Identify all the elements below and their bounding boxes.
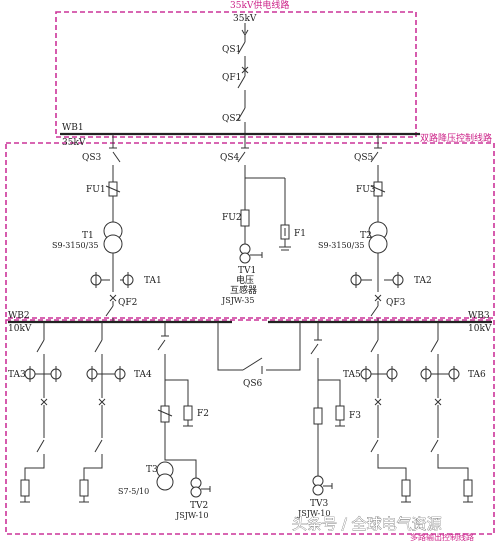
t2-label: T2	[360, 231, 372, 241]
qs5-label: QS5	[354, 153, 374, 163]
f2-arrester	[183, 405, 193, 421]
fu2-fuse	[240, 209, 250, 227]
wb1-label: WB1	[62, 123, 84, 133]
tv1-winding-bottom	[239, 252, 251, 264]
supply-region-label: 35kV供电线路	[230, 0, 289, 11]
qs2-label: QS2	[222, 114, 241, 124]
source-voltage-label: 35kV	[233, 14, 257, 24]
output-region-frame	[5, 319, 495, 535]
qf3-label: QF3	[386, 298, 406, 308]
tv1-label: TV1	[238, 266, 256, 276]
f2-label: F2	[197, 409, 209, 419]
f3-label: F3	[349, 411, 361, 421]
qf1-label: QF1	[222, 73, 241, 83]
tv2-label: TV2	[190, 501, 208, 511]
wb3-label: WB3	[468, 311, 490, 321]
feeder-6	[420, 322, 473, 503]
output-region-label: 多路输出控制线路	[410, 532, 474, 541]
wb2-voltage: 10kV	[8, 324, 32, 334]
ta4-label: TA4	[134, 370, 152, 380]
t3-label: T3	[146, 465, 158, 475]
qs4-label: QS4	[220, 153, 240, 163]
branch-middle: QS4 FU2 F1 TV1 电压 互感器 JSJW-35	[220, 134, 306, 305]
feeder-2	[79, 322, 126, 503]
qs1-switch	[237, 35, 246, 70]
ta1-label: TA1	[144, 276, 162, 286]
tv1-line3: 互感器	[230, 284, 257, 296]
dual-region-frame	[5, 142, 495, 319]
feeder-t3: F2 T3 S7-5/10 TV2 JSJW-10	[118, 322, 211, 520]
wb1-voltage: 35kV	[62, 138, 86, 148]
feeder-tv3: F3 TV3 JSJW-10	[297, 322, 361, 518]
qs1-label: QS1	[222, 45, 241, 55]
tv2-winding-bottom	[190, 486, 202, 498]
supply-region-frame	[55, 11, 417, 138]
feeder-5	[360, 322, 411, 503]
watermark-text: 头条号 / 全球电气资源	[292, 515, 442, 533]
f3-arrester	[335, 405, 345, 421]
qs2-switch	[237, 105, 246, 133]
tv3-model: JSJW-10	[297, 509, 330, 518]
ta3-label: TA3	[8, 370, 26, 380]
dual-region-label: 双路降压控制线路	[420, 132, 492, 144]
wb3-voltage: 10kV	[468, 324, 492, 334]
ta2-label: TA2	[414, 276, 432, 286]
tv1-line2: 电压	[236, 274, 254, 286]
branch-left: QS3 FU1 T1 S9-3150/35 TA1 QF2	[52, 134, 162, 322]
bus-tie-qs6: QS6	[217, 322, 301, 389]
t1-model: S9-3150/35	[52, 241, 99, 250]
t3-winding-bottom	[156, 473, 174, 491]
qs3-label: QS3	[82, 153, 102, 163]
tv1-model: JSJW-35	[221, 296, 254, 305]
t1-winding-bottom	[103, 234, 123, 254]
ta5-label: TA5	[343, 370, 361, 380]
tv3-label: TV3	[310, 499, 329, 509]
fu1-label: FU1	[86, 185, 106, 195]
qs6-label: QS6	[243, 379, 263, 389]
tv3-winding-bottom	[312, 484, 324, 496]
f1-label: F1	[294, 229, 306, 239]
t3-model: S7-5/10	[118, 487, 149, 496]
branch-right: QS5 FU3 T2 S9-3150/35 TA2 QF3	[318, 134, 432, 322]
fu3-label: FU3	[356, 185, 376, 195]
qf2-label: QF2	[118, 298, 137, 308]
wb2-label: WB2	[8, 311, 30, 321]
ta6-label: TA6	[468, 370, 486, 380]
t2-model: S9-3150/35	[318, 241, 365, 250]
fu2-label: FU2	[222, 213, 242, 223]
feeder-1	[20, 322, 62, 503]
qf1-breaker	[237, 66, 249, 105]
t1-label: T1	[82, 231, 94, 241]
source-feed-arrow	[241, 23, 249, 36]
tv2-model: JSJW-10	[175, 511, 208, 520]
